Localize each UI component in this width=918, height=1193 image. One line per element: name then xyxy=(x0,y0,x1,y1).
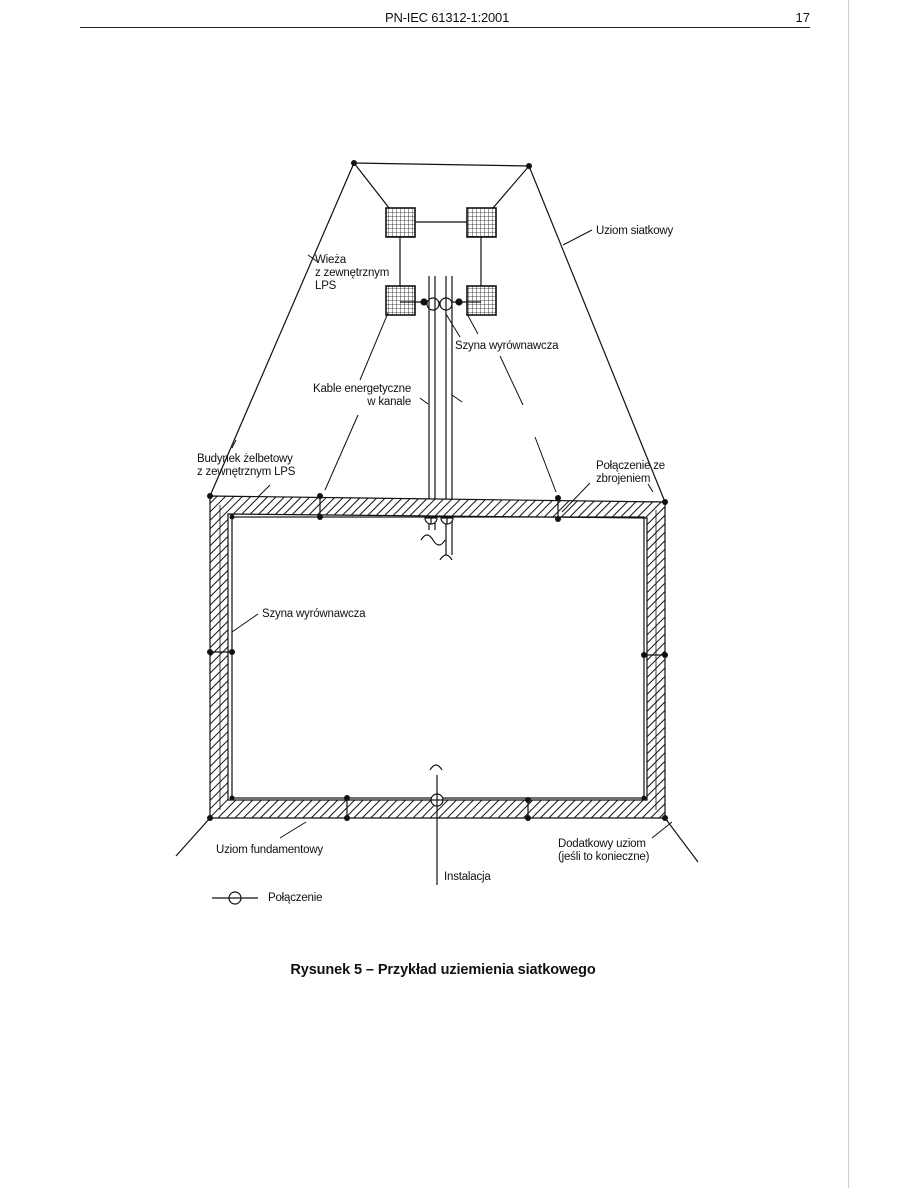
document-code: PN-IEC 61312-1:2001 xyxy=(385,10,510,25)
mesh-earth-conductors xyxy=(175,162,699,863)
bond-points xyxy=(207,493,668,821)
label-extra-earth: Dodatkowy uziom (jeśli to konieczne) xyxy=(558,838,650,863)
label-rc-building: Budynek żelbetowy z zewnętrznym LPS xyxy=(197,453,296,478)
label-rebar-connection: Połączenie ze zbrojeniem xyxy=(596,460,665,485)
figure-caption: Rysunek 5 – Przykład uziemienia siatkowe… xyxy=(0,962,918,978)
scan-margin-line xyxy=(848,0,849,1188)
label-foundation-earth: Uziom fundamentowy xyxy=(216,844,323,856)
label-installation: Instalacja xyxy=(444,871,491,883)
label-bonding-bar-top: Szyna wyrównawcza xyxy=(455,340,559,352)
label-power-cables: Kable energetyczne w kanale xyxy=(313,383,412,408)
header-rule xyxy=(80,27,810,28)
leader-lines xyxy=(231,229,673,839)
figure-caption-text: Rysunek 5 – Przykład uziemienia siatkowe… xyxy=(290,962,596,978)
mesh-earth-nodes xyxy=(351,160,532,169)
page-header: PN-IEC 61312-1:2001 17 xyxy=(80,8,810,28)
installation-line xyxy=(429,764,444,885)
label-bonding-bar-left: Szyna wyrównawcza xyxy=(262,608,366,620)
label-mesh-earth: Uziom siatkowy xyxy=(596,225,674,237)
page-number: 17 xyxy=(795,10,810,25)
label-tower: Wieża z zewnętrznym LPS xyxy=(315,254,390,292)
legend-connection-label: Połączenie xyxy=(268,892,323,904)
legend-connection-symbol xyxy=(212,891,258,905)
tower-foundations xyxy=(385,207,497,316)
